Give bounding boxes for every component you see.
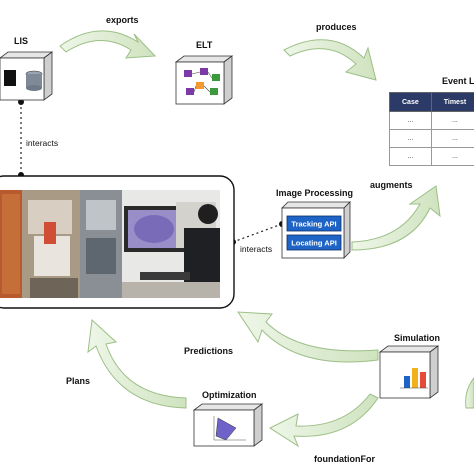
produces-arrow [283,39,377,81]
table-cell: ... [389,111,432,130]
interacts-lis-label: interacts [26,138,59,148]
case-column-header: Case [389,92,432,112]
table-row: ... ... [389,129,474,148]
table-cell: ... [430,111,474,130]
produces-label: produces [316,22,357,32]
timestamp-column-header: Timest [430,92,474,112]
table-row: ... ... [389,147,474,166]
event-log-header-row: Case Timest [389,92,474,112]
table-row: ... ... [389,111,474,130]
simulation-node [378,345,440,399]
foundation-arrow [268,393,379,448]
predictions-label: Predictions [184,346,234,356]
elt-label: ELT [196,40,213,50]
table-cell: ... [430,147,474,166]
locating-api-button[interactable] [286,234,342,251]
optimization-label: Optimization [202,390,257,400]
exports-label: exports [106,15,139,25]
table-cell: ... [430,129,474,148]
tracking-api-label: Tracking API [291,220,336,229]
lis-connector-dot-top [18,99,24,105]
plans-arrow [87,318,187,409]
lis-node [0,51,54,101]
ip-connector [232,223,283,243]
exports-arrow [59,30,157,59]
bar-chart-icon [404,376,410,388]
table-cell: ... [389,147,432,166]
image-processing-label: Image Processing [276,188,354,198]
event-log-label: Event L [442,76,474,86]
edge-arrow-fragment [465,377,474,409]
interacts-ip-label: interacts [240,244,273,254]
lis-label: LIS [14,36,29,46]
table-cell: ... [389,129,432,148]
simulation-label: Simulation [394,333,441,343]
lab-photo [0,175,235,309]
event-log-table: Case Timest ... ... ... ... ... ... [389,92,474,166]
microscope-icon [4,70,16,86]
foundation-for-label: foundationFor [314,454,375,464]
augments-arrow [351,185,441,251]
locating-api-label: Locating API [291,239,337,248]
plans-label: Plans [66,376,91,386]
predictions-arrow [237,311,379,363]
tracking-api-button[interactable] [286,215,342,232]
workflow-icon [184,70,192,77]
optimization-node [192,403,264,447]
augments-label: augments [370,180,413,190]
elt-node [174,55,234,105]
